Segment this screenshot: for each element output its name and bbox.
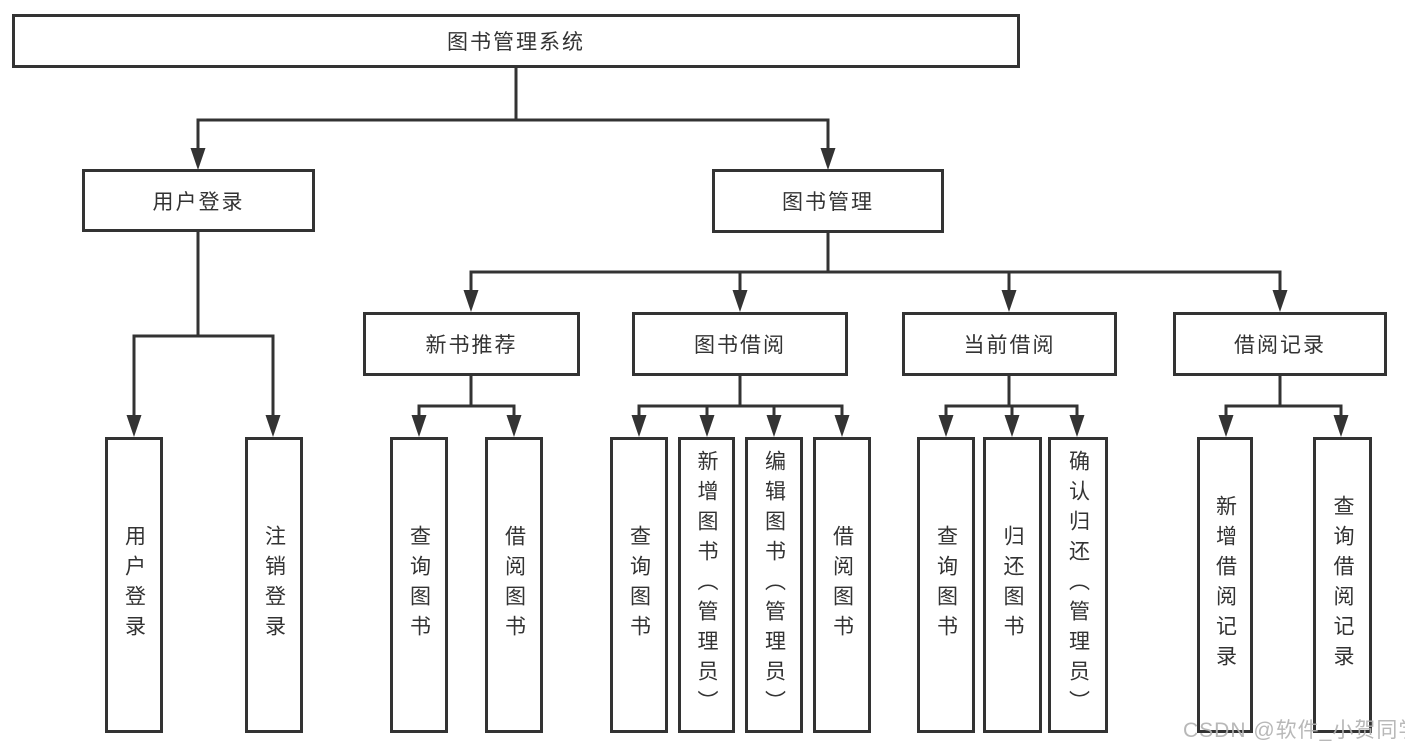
node-label: 借阅记录	[1234, 334, 1326, 357]
node-label: 查询图书	[627, 525, 651, 645]
node-label: 用户登录	[122, 525, 146, 645]
leaf-borrow-books-recommend: 借阅图书	[485, 437, 543, 733]
node-borrow-records: 借阅记录	[1173, 312, 1387, 376]
leaf-user-login: 用户登录	[105, 437, 163, 733]
leaf-confirm-return-admin: 确认归还（管理员）	[1048, 437, 1108, 733]
leaf-borrow-books: 借阅图书	[813, 437, 871, 733]
leaf-return-book: 归还图书	[983, 437, 1042, 733]
node-book-management: 图书管理	[712, 169, 944, 233]
leaf-query-books-borrow: 查询图书	[610, 437, 668, 733]
node-label: 当前借阅	[963, 334, 1056, 357]
node-label: 借阅图书	[830, 525, 854, 645]
node-label: 图书管理	[782, 191, 874, 214]
leaf-query-books-recommend: 查询图书	[390, 437, 448, 733]
node-label: 查询图书	[407, 525, 431, 645]
node-current-borrow: 当前借阅	[902, 312, 1117, 376]
leaf-query-borrow-record: 查询借阅记录	[1313, 437, 1372, 733]
leaf-add-book-admin: 新增图书（管理员）	[678, 437, 735, 733]
node-label: 用户登录	[152, 190, 245, 214]
leaf-add-borrow-record: 新增借阅记录	[1197, 437, 1253, 733]
node-label: 注销登录	[262, 525, 286, 645]
node-new-book-recommend: 新书推荐	[363, 312, 580, 376]
node-label: 编辑图书（管理员）	[762, 450, 786, 720]
node-book-borrow: 图书借阅	[632, 312, 848, 376]
node-label: 借阅图书	[502, 525, 526, 645]
node-label: 查询借阅记录	[1331, 495, 1354, 675]
node-label: 查询图书	[934, 525, 958, 645]
leaf-logout: 注销登录	[245, 437, 303, 733]
node-label: 新增图书（管理员）	[695, 450, 718, 720]
csdn-watermark: CSDN @软件_小贺同学	[1183, 719, 1405, 742]
node-label: 归还图书	[1001, 525, 1024, 645]
node-label: 新增借阅记录	[1213, 495, 1237, 675]
node-label: 确认归还（管理员）	[1066, 450, 1090, 720]
node-label: 新书推荐	[425, 334, 518, 357]
leaf-query-books-current: 查询图书	[917, 437, 975, 733]
leaf-edit-book-admin: 编辑图书（管理员）	[745, 437, 803, 733]
node-label: 图书借阅	[694, 334, 786, 357]
node-user-login: 用户登录	[82, 169, 315, 232]
node-root: 图书管理系统	[12, 14, 1020, 68]
node-label: 图书管理系统	[447, 31, 585, 54]
